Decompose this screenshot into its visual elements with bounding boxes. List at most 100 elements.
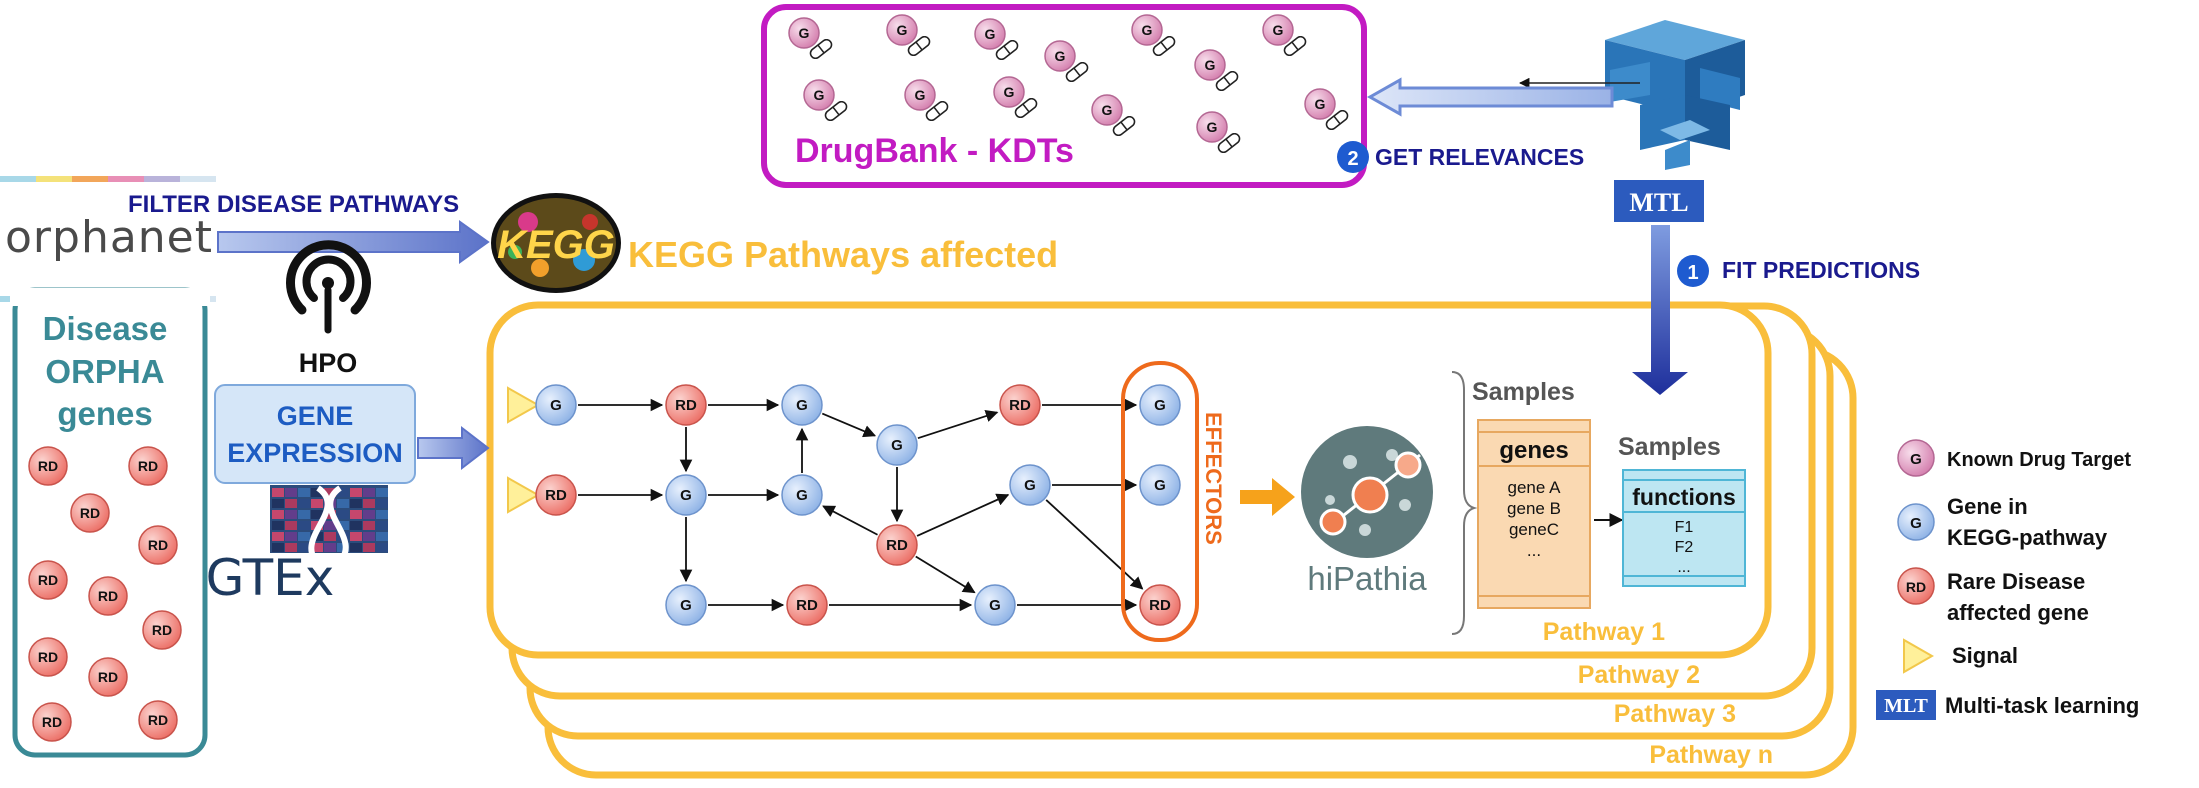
legend-drug-target-icon (1897, 439, 1935, 477)
network-edge (822, 505, 878, 536)
svg-text:RD: RD (42, 714, 62, 730)
rd-node: RD (665, 384, 707, 426)
svg-text:RD: RD (675, 397, 697, 414)
gene-node: G (974, 584, 1016, 626)
fit-predictions-label: FIT PREDICTIONS (1722, 257, 1920, 283)
disease-gene-1: RD (28, 446, 68, 486)
svg-text:RD: RD (148, 537, 168, 553)
disease-gene-11: RD (138, 700, 178, 740)
rd-node: RD (999, 384, 1041, 426)
drug-target-7: G (1194, 49, 1241, 91)
step-1-badge (1677, 255, 1709, 287)
drug-target-10: G (993, 76, 1040, 118)
svg-text:MLT: MLT (1884, 695, 1928, 717)
fit-predictions-arrow (1632, 225, 1688, 395)
gene-node: G (535, 384, 577, 426)
function-row-3: ... (1677, 559, 1690, 576)
pathway-label-2: Pathway 2 (1578, 661, 1700, 689)
disease-genes-title-3: genes (57, 395, 152, 432)
svg-text:RD: RD (138, 458, 158, 474)
gene-node: G (665, 584, 707, 626)
functions-matrix (1622, 469, 1746, 587)
legend-gene-label-2: KEGG-pathway (1947, 525, 2108, 550)
svg-text:G: G (1205, 57, 1216, 73)
drug-target-9: G (904, 79, 951, 121)
samples-genes-label: Samples (1472, 378, 1575, 406)
get-relevances-label: GET RELEVANCES (1375, 144, 1584, 170)
disease-gene-8: RD (28, 637, 68, 677)
svg-text:G: G (814, 87, 825, 103)
svg-text:G: G (891, 437, 903, 454)
svg-text:G: G (1102, 102, 1113, 118)
samples-brace (1451, 371, 1478, 635)
drug-target-4: G (1131, 14, 1178, 56)
rd-node: RD (1139, 584, 1181, 626)
effectors-label: EFFECTORS (1201, 412, 1226, 545)
legend-gene-icon (1897, 503, 1935, 541)
svg-text:G: G (985, 26, 996, 42)
gene-node: G (1009, 464, 1051, 506)
svg-text:RD: RD (98, 588, 118, 604)
legend-drug-target-label: Known Drug Target (1947, 449, 2131, 471)
svg-text:G: G (1910, 451, 1922, 468)
svg-text:RD: RD (152, 622, 172, 638)
hpo-icon (286, 240, 371, 334)
pathway-label-n: Pathway n (1649, 741, 1773, 769)
svg-text:RD: RD (38, 649, 58, 665)
gene-row-2: gene B (1507, 499, 1561, 518)
svg-text:G: G (989, 597, 1001, 614)
gene-node: G (876, 424, 918, 466)
rd-node: RD (535, 474, 577, 516)
drugbank-label: DrugBank - KDTs (795, 132, 1074, 170)
svg-text:G: G (1207, 119, 1218, 135)
rd-node: RD (876, 524, 918, 566)
hpo-label: HPO (299, 348, 358, 378)
pathway-label-3: Pathway 3 (1614, 700, 1736, 728)
svg-text:RD: RD (1009, 397, 1031, 414)
mtl-label: MTL (1629, 188, 1688, 217)
drug-target-12: G (1196, 111, 1243, 153)
mtl-cube-icon (1518, 20, 1745, 170)
network-edge (821, 412, 877, 438)
samples-functions-label: Samples (1618, 433, 1721, 461)
mtl-badge (1614, 180, 1704, 222)
rd-node: RD (786, 584, 828, 626)
gene-expression-line1: GENE (277, 401, 354, 431)
orphanet-logo: orphanet (0, 176, 216, 302)
svg-text:RD: RD (1906, 579, 1926, 595)
disease-gene-2: RD (128, 446, 168, 486)
function-row-2: F2 (1675, 539, 1694, 556)
gene-expression-box (214, 384, 416, 484)
svg-text:G: G (1154, 397, 1166, 414)
legend-signal-label: Signal (1952, 643, 2018, 668)
svg-text:G: G (897, 22, 908, 38)
svg-text:orphanet: orphanet (5, 212, 213, 263)
svg-text:G: G (1055, 48, 1066, 64)
svg-text:G: G (1315, 96, 1326, 112)
svg-text:G: G (680, 597, 692, 614)
svg-text:G: G (680, 487, 692, 504)
svg-text:G: G (1273, 22, 1284, 38)
pathway-label-1: Pathway 1 (1543, 618, 1665, 646)
kegg-logo: KEGG (491, 193, 621, 293)
svg-text:RD: RD (98, 669, 118, 685)
svg-text:RD: RD (1149, 597, 1171, 614)
legend-signal-icon (1903, 638, 1935, 674)
gene-node: G (781, 384, 823, 426)
drug-target-3: G (974, 18, 1021, 60)
drug-target-1: G (788, 17, 835, 59)
svg-text:G: G (1142, 22, 1153, 38)
disease-genes-title-1: Disease (43, 310, 168, 347)
svg-text:RD: RD (38, 572, 58, 588)
gene-node: G (1139, 384, 1181, 426)
legend-mlt-icon (1876, 690, 1936, 720)
svg-text:G: G (796, 397, 808, 414)
legend-rd-label-2: affected gene (1947, 600, 2089, 625)
effectors-outline (1121, 361, 1199, 642)
gene-expression-line2: EXPRESSION (227, 438, 403, 468)
gene-node: G (1139, 464, 1181, 506)
svg-text:G: G (1910, 515, 1922, 532)
svg-text:RD: RD (796, 597, 818, 614)
legend-rd-label-1: Rare Disease (1947, 569, 2085, 594)
